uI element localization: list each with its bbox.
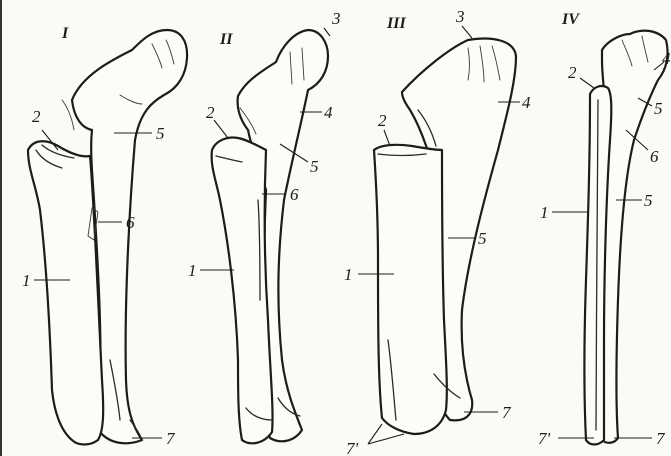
panel-I: I 1 2 5 6 7 [22,25,187,448]
panel-I-label: I [61,25,69,42]
panel-III-label-3: 3 [455,7,465,26]
panel-IV-label-4: 4 [662,49,671,68]
panel-III-radius [374,145,447,434]
panel-II-label-4: 4 [324,103,333,122]
panel-III: III 1 2 3 4 5 7 7' [344,7,531,456]
panel-III-label-7p: 7' [346,439,359,456]
panel-IV-label-6: 6 [650,147,659,166]
panel-II-radius [212,138,273,444]
panel-III-label: III [386,15,406,32]
panel-II-label-5: 5 [310,157,319,176]
panel-II-label: II [219,31,233,48]
panel-II-label-3: 3 [331,9,341,28]
panel-IV-leader-2 [580,78,594,88]
panel-III-label-4: 4 [522,93,531,112]
panel-I-label-6: 6 [126,213,135,232]
panel-III-leader-3 [462,26,472,38]
panel-II-label-2: 2 [206,103,215,122]
panel-II-label-1: 1 [188,261,197,280]
panel-II: II 1 2 3 4 5 6 [188,9,341,443]
panel-I-label-2: 2 [32,107,41,126]
panel-IV-label-2: 2 [568,63,577,82]
panel-IV: IV 1 2 4 5 6 5 7' 7 [538,11,671,448]
panel-IV-label-5b: 5 [644,191,653,210]
panel-I-radius [28,141,103,444]
panel-III-label-7: 7 [502,403,512,422]
panel-III-leader-2 [384,130,390,146]
panel-II-leader-2 [214,120,228,138]
panel-I-label-7: 7 [166,429,176,448]
panel-IV-label: IV [561,11,580,28]
panel-II-label-6: 6 [290,185,299,204]
panel-II-leader-3 [324,28,330,36]
panel-IV-label-1: 1 [540,203,549,222]
panel-I-label-5: 5 [156,124,165,143]
panel-III-label-1: 1 [344,265,353,284]
panel-III-label-5: 5 [478,229,487,248]
panel-IV-label-7p: 7' [538,429,551,448]
panel-III-label-2: 2 [378,111,387,130]
panel-IV-label-5a: 5 [654,99,663,118]
panel-I-label-1: 1 [22,271,31,290]
panel-IV-label-7: 7 [656,429,666,448]
